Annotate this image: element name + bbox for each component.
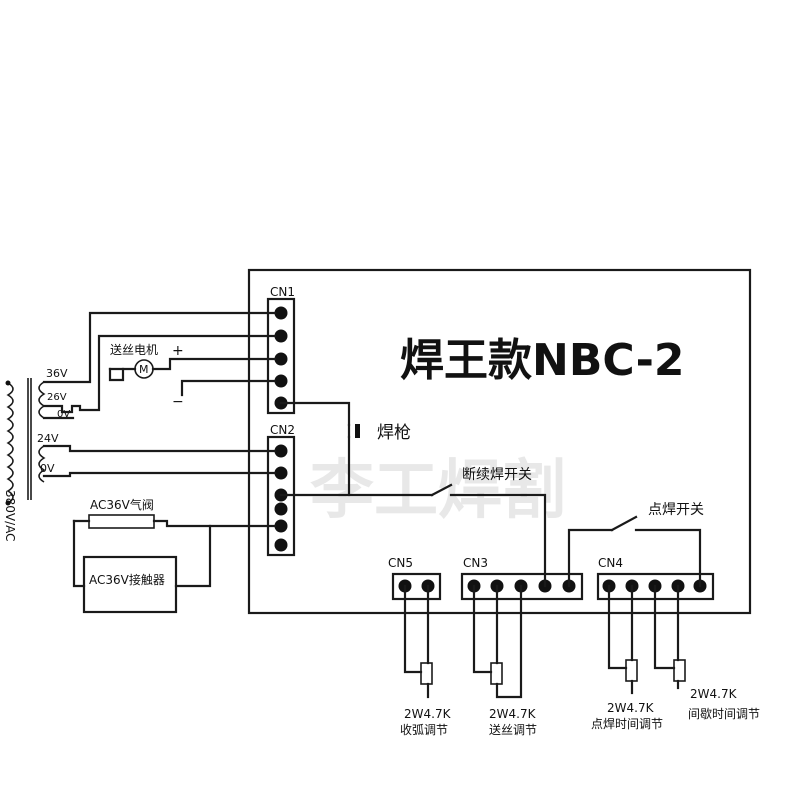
pot-interval-time <box>673 659 686 682</box>
control-board <box>247 268 752 615</box>
cn1-terminal-block: CN1 <box>266 285 296 415</box>
label-36v: 36V <box>46 367 68 380</box>
label-24v: 24V <box>37 432 59 445</box>
spot-switch-label: 点焊开关 <box>648 502 704 518</box>
gun-switch-symbol <box>355 424 360 438</box>
transformer: 36V 26V 0V 24V 0V 380V/AC <box>3 367 70 542</box>
cn2-terminal-block: CN2 <box>266 423 296 557</box>
valve-label: AC36V气阀 <box>90 497 154 512</box>
cn5-terminal-block: CN5 <box>388 556 442 601</box>
pot-4-spec: 2W4.7K <box>690 687 738 701</box>
intermittent-switch-label: 断续焊开关 <box>462 466 532 483</box>
cn2-pin-4 <box>274 502 288 516</box>
cn1-pin-2 <box>274 329 288 343</box>
cn4-terminal-block: CN4 <box>596 556 715 601</box>
cn2-label: CN2 <box>270 423 295 437</box>
pot-3-name: 点焊时间调节 <box>591 716 663 731</box>
pot-2-name: 送丝调节 <box>489 722 537 737</box>
pot-1-spec: 2W4.7K <box>404 707 452 721</box>
pot-crater <box>420 662 433 685</box>
cn3-label: CN3 <box>463 556 488 570</box>
motor-plus: + <box>172 343 184 359</box>
contactor-label: AC36V接触器 <box>89 572 165 587</box>
wire-feed-motor: 送丝电机 + − M <box>110 342 184 410</box>
gas-valve: AC36V气阀 <box>88 497 155 529</box>
cn2-pin-5 <box>274 519 288 533</box>
cn1-pin-3 <box>274 352 288 366</box>
cn2-pin-6 <box>274 538 288 552</box>
cn4-label: CN4 <box>598 556 623 570</box>
pot-2-spec: 2W4.7K <box>489 707 537 721</box>
label-0v-a: 0V <box>57 409 70 420</box>
pot-1-name: 收弧调节 <box>400 723 448 737</box>
motor-minus: − <box>172 394 184 410</box>
cn1-label: CN1 <box>270 285 295 299</box>
pot-4-name: 间歇时间调节 <box>688 707 760 721</box>
gun-label: 焊枪 <box>377 423 411 443</box>
pot-3-spec: 2W4.7K <box>607 701 655 715</box>
cn2-pin-2 <box>274 466 288 480</box>
contactor: AC36V接触器 <box>82 555 178 614</box>
label-380v-ac: 380V/AC <box>3 490 17 542</box>
motor-symbol: M <box>139 363 149 376</box>
pot-spot-time <box>625 659 638 682</box>
pot-wirefeed <box>490 662 503 685</box>
motor-label: 送丝电机 <box>110 342 158 357</box>
label-26v: 26V <box>47 392 67 403</box>
cn5-label: CN5 <box>388 556 413 570</box>
cn1-pin-1 <box>274 306 288 320</box>
label-0v-b: 0V <box>40 462 55 475</box>
board-title: 焊王款NBC-2 <box>400 335 685 386</box>
cn2-pin-1 <box>274 444 288 458</box>
cn1-pin-4 <box>274 374 288 388</box>
